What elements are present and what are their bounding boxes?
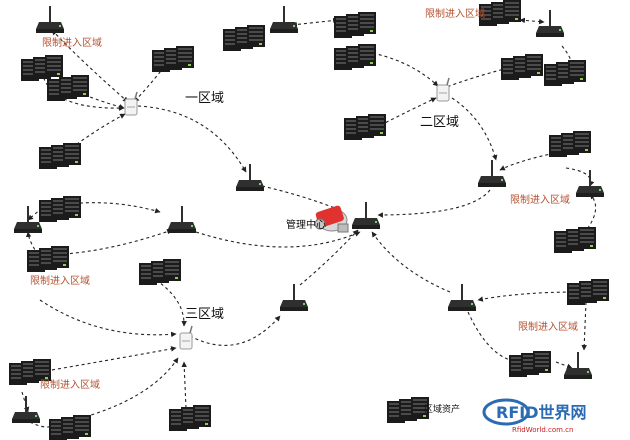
rfid-reader-icon: [235, 163, 265, 192]
legend-assets-label: 区域资产: [424, 403, 460, 415]
rfid-reader-icon: [447, 283, 477, 312]
rfid-reader-icon: [535, 9, 565, 38]
server-rack-icon: [39, 143, 81, 169]
zone3-label: 三区域: [185, 307, 224, 322]
server-rack-icon: [567, 279, 609, 305]
rfid-reader-icon: [11, 395, 41, 424]
server-rack-icon: [139, 259, 181, 285]
server-rack-icon: [554, 227, 596, 253]
wireless-router-icon: [436, 77, 450, 102]
server-rack-icon: [47, 75, 89, 101]
restricted-zone-label: 限制进入区域: [510, 193, 570, 206]
server-rack-icon: [39, 196, 81, 222]
center-label: 管理中心: [286, 218, 326, 231]
server-rack-icon: [27, 246, 69, 272]
server-rack-icon: [334, 12, 376, 38]
rfid-reader-icon: [563, 351, 593, 380]
server-rack-icon: [544, 60, 586, 86]
restricted-zone-label: 限制进入区域: [30, 274, 90, 287]
restricted-zone-label: 限制进入区域: [518, 320, 578, 333]
restricted-zone-label: 限制进入区域: [425, 7, 485, 20]
wireless-router-icon: [124, 91, 138, 116]
rfid-reader-icon: [13, 205, 43, 234]
management-center-icon: [314, 205, 349, 233]
wireless-router-icon: [179, 325, 193, 350]
server-rack-icon: [344, 114, 386, 140]
rfid-reader-icon: [279, 283, 309, 312]
rfid-reader-icon: [477, 159, 507, 188]
server-rack-icon: [549, 131, 591, 157]
server-rack-icon: [479, 0, 521, 26]
server-rack-icon: [509, 351, 551, 377]
rfid-reader-icon: [269, 5, 299, 34]
server-rack-icon: [223, 25, 265, 51]
server-rack-icon: [169, 405, 211, 431]
server-rack-icon: [49, 415, 91, 440]
rfid-reader-icon: [575, 169, 605, 198]
server-rack-icon: [21, 55, 63, 81]
rfid-reader-icon: [167, 205, 197, 234]
server-rack-icon: [501, 54, 543, 80]
labels: 一区域 二区域 三区域 管理中心 限制进入区域 限制进入区域 限制进入区域 限制…: [30, 7, 578, 415]
rfid-reader-icon: [35, 5, 65, 34]
restricted-zone-label: 限制进入区域: [40, 378, 100, 391]
rfidworld-logo: RFID世界网 RfidWorld.com.cn: [482, 398, 587, 434]
server-rack-icon: [152, 46, 194, 72]
zone1-label: 一区域: [185, 91, 224, 106]
restricted-zone-label: 限制进入区域: [42, 36, 102, 49]
logo-main-text: RFID世界网: [496, 403, 587, 422]
logo-url-text: RfidWorld.com.cn: [512, 426, 573, 434]
server-rack-icon: [334, 44, 376, 70]
rfid-reader-icon: [351, 201, 381, 230]
zone2-label: 二区域: [420, 115, 459, 130]
server-rack-icon: [387, 397, 429, 423]
